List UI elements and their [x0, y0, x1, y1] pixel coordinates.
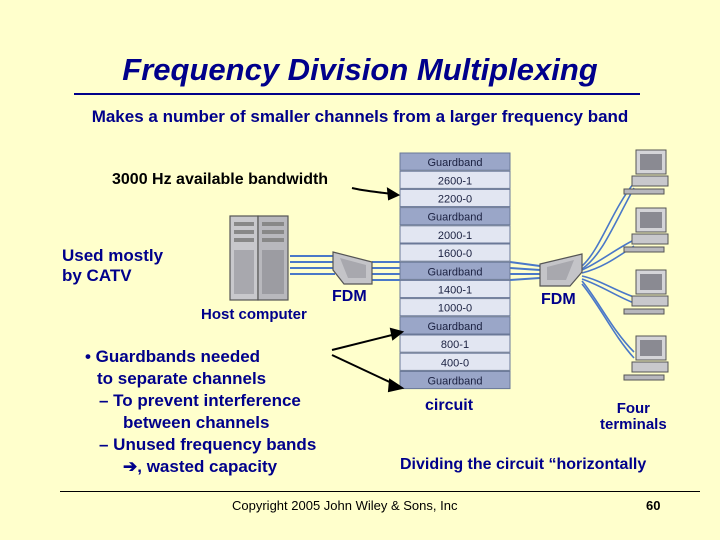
page-number: 60 [646, 498, 661, 513]
terminal-icon-4 [623, 335, 669, 381]
left-link-wires [372, 261, 400, 281]
band-label: 1000-0 [438, 303, 472, 315]
band-label: 800-1 [441, 339, 469, 351]
band-label: Guardband [427, 266, 482, 278]
subbullet-interference: – To prevent interference [99, 391, 301, 410]
guardband-block [399, 152, 511, 171]
host-computer-icon [229, 215, 289, 301]
fdm-left-label: FDM [332, 288, 367, 305]
bullet-guardbands: • Guardbands needed [85, 347, 261, 366]
channel-block [399, 225, 511, 244]
band-label: Guardband [427, 157, 482, 169]
band-label: 2600-1 [438, 175, 472, 187]
channel-block [399, 298, 511, 317]
band-label: 1600-0 [438, 248, 472, 260]
catv-note: Used mostly by CATV [62, 246, 163, 286]
dividing-caption: Dividing the circuit “horizontally [400, 456, 647, 473]
terminal-wires [581, 182, 635, 359]
guardband-block [399, 316, 511, 335]
band-label: 2200-0 [438, 194, 472, 206]
guardband-block [399, 370, 511, 390]
terminal-icon-3 [623, 269, 669, 315]
channel-block [399, 170, 511, 189]
terminals-label-line2: terminals [600, 416, 667, 433]
guardband-block [399, 261, 511, 280]
title-underline [74, 93, 640, 95]
terminal-icon-1 [623, 149, 669, 195]
right-arrow-icon: ➔ [123, 457, 138, 476]
bandwidth-label: 3000 Hz available bandwidth [112, 171, 329, 188]
channel-block [399, 279, 511, 299]
annotation-arrows [331, 187, 405, 393]
fdm-left-icon [332, 251, 373, 285]
host-wires [290, 255, 335, 275]
channel-block [399, 352, 511, 371]
slide-title: Frequency Division Multiplexing [122, 52, 598, 87]
band-label: 2000-1 [438, 230, 472, 242]
guardband-block [399, 207, 511, 226]
band-label: Guardband [427, 321, 482, 333]
channel-block [399, 243, 511, 262]
band-label: Guardband [427, 212, 482, 224]
subbullet-unused: – Unused frequency bands [99, 435, 317, 454]
slide-subtitle: Makes a number of smaller channels from … [91, 107, 629, 126]
host-computer-label: Host computer [201, 306, 307, 323]
subbullet-interference-cont: between channels [123, 413, 270, 432]
channel-block [399, 188, 511, 208]
band-label: Guardband [427, 376, 482, 388]
footer-rule [60, 491, 700, 492]
terminals-label-line1: Four [616, 400, 651, 417]
fdm-right-label: FDM [541, 291, 576, 308]
subbullet-unused-cont: ➔, wasted capacity [85, 456, 316, 478]
bullet-guardbands-cont: to separate channels [97, 369, 267, 388]
band-label: 1400-1 [438, 285, 472, 297]
right-link-wires [509, 261, 541, 281]
catv-note-line1: Used mostly [62, 246, 164, 265]
catv-note-line2: by CATV [62, 266, 132, 285]
terminal-icon-2 [623, 207, 669, 253]
channel-block [399, 334, 511, 353]
fdm-right-icon [539, 253, 583, 287]
bullet-list: • Guardbands needed to separate channels… [85, 346, 316, 478]
band-stack: Guardband2600-12200-0Guardband2000-11600… [399, 152, 511, 390]
copyright-notice: Copyright 2005 John Wiley & Sons, Inc [232, 498, 458, 513]
circuit-label: circuit [425, 397, 474, 414]
wasted-capacity-text: , wasted capacity [137, 457, 278, 476]
band-label: 400-0 [441, 357, 469, 369]
terminals-label: Four terminals [600, 401, 667, 433]
